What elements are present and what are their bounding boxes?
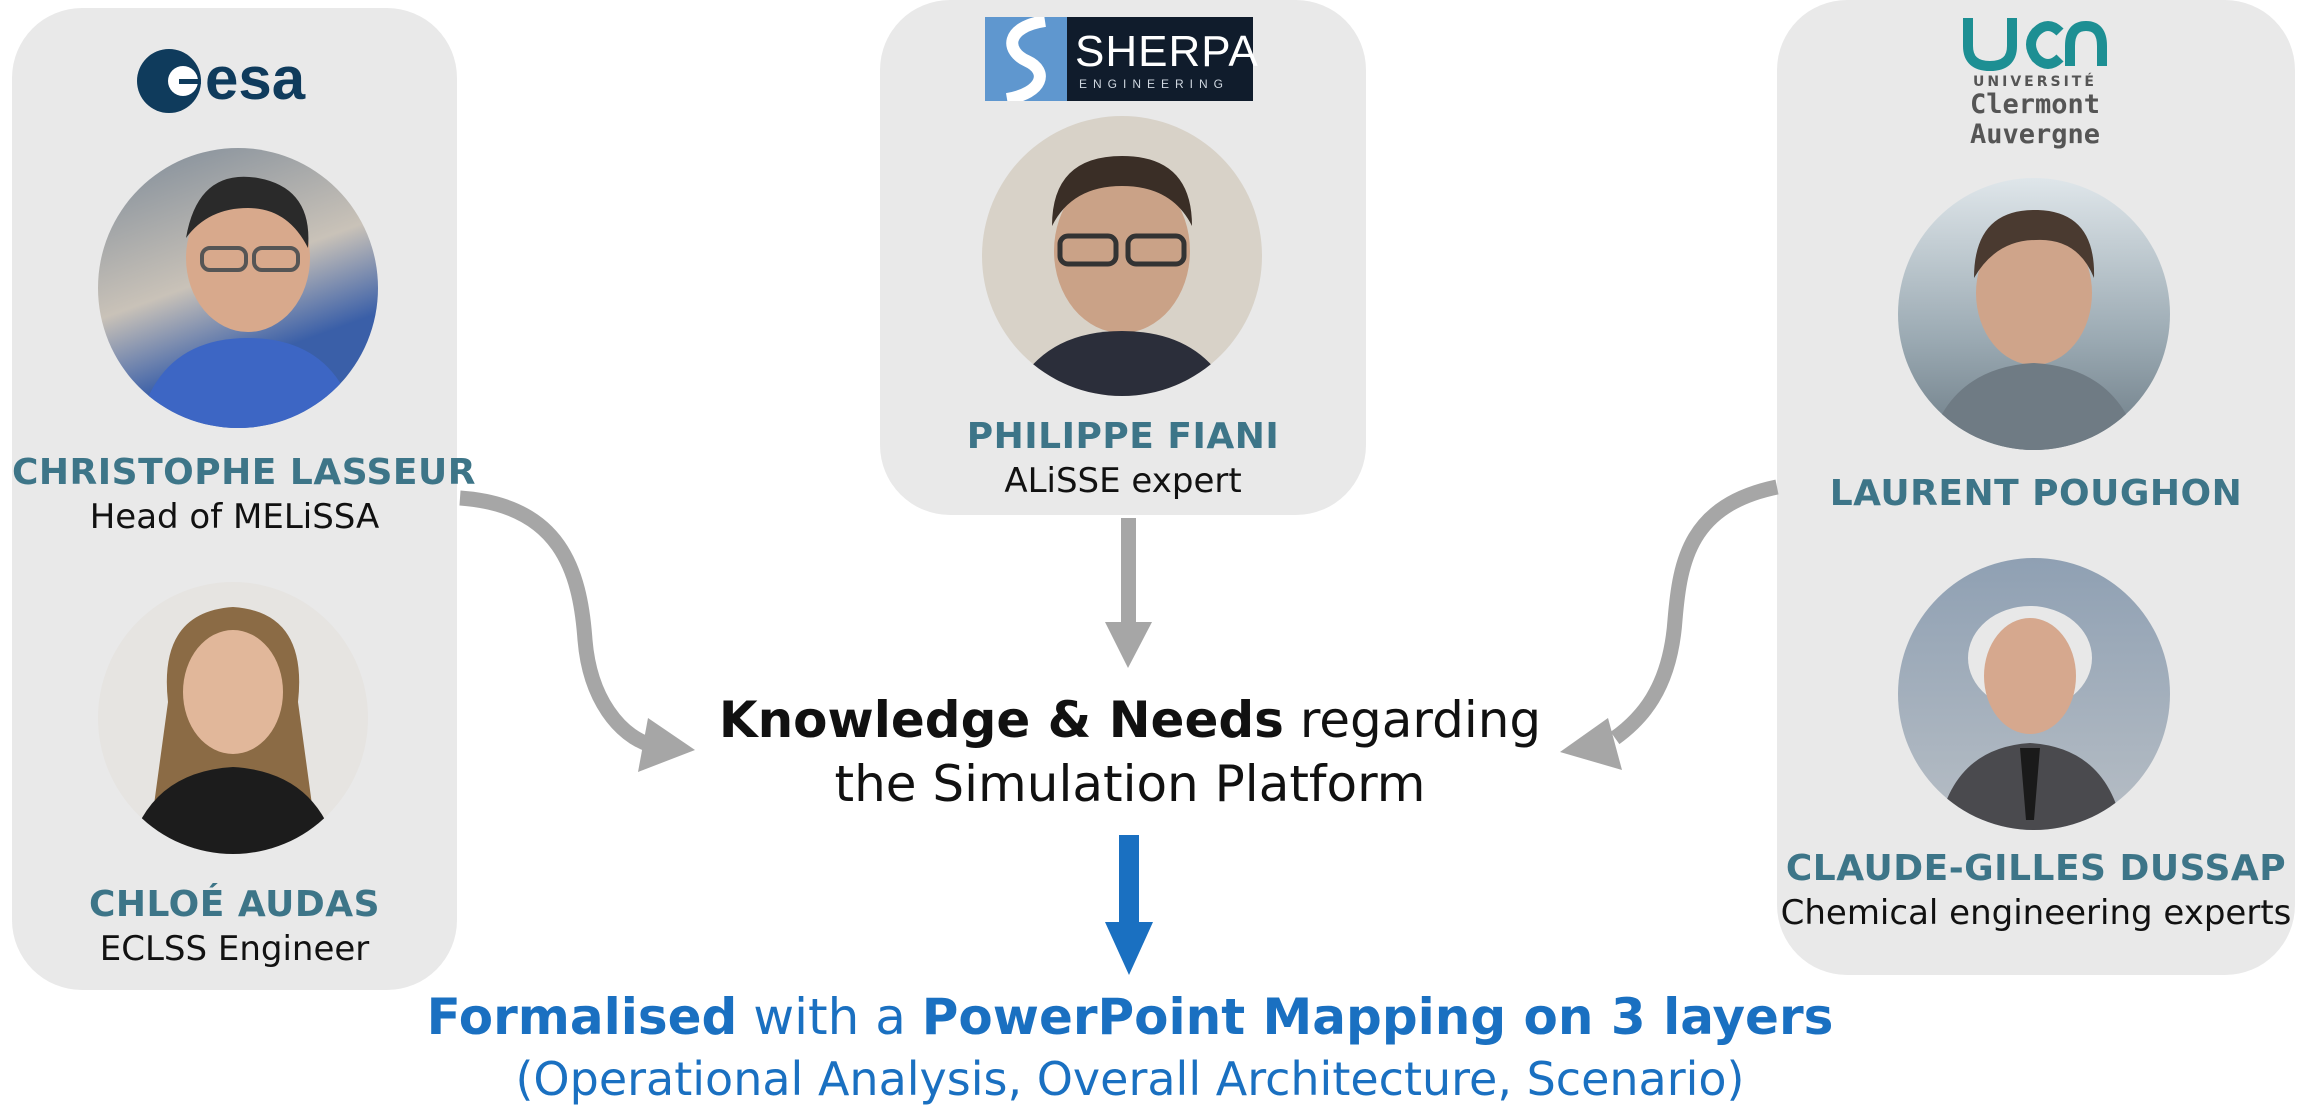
chloe-audas-photo [98,582,368,854]
chloe-audas-name: CHLOÉ AUDAS [88,884,381,925]
formalised-with-a: with a [737,988,922,1046]
claude-gilles-dussap-photo [1898,558,2170,830]
christophe-lasseur-role: Head of MELiSSA [89,497,380,537]
christophe-lasseur-photo [98,148,378,428]
philippe-fiani-photo [982,116,1262,396]
claude-gilles-dussap-name: CLAUDE-GILLES DUSSAP [1785,848,2287,889]
formalised-bold: Formalised [426,988,738,1046]
right-curved-arrow [1560,479,1779,770]
esa-logo: esa [135,45,325,116]
esa-logo-text: esa [205,45,306,112]
blue-down-arrow [1105,835,1153,975]
uca-logo-line2: Clermont [1969,89,2101,120]
philippe-fiani-name: PHILIPPE FIANI [966,416,1280,457]
uca-logo-mark [1963,18,2107,72]
knowledge-needs-text: Knowledge & Needs regarding the Simulati… [660,688,1600,816]
powerpoint-mapping-bold: PowerPoint Mapping on 3 layers [921,988,1834,1046]
philippe-fiani-role: ALiSSE expert [1004,461,1242,501]
christophe-lasseur-name: CHRISTOPHE LASSEUR [12,452,476,493]
uca-logo-line1: UNIVERSITÉ [1973,74,2097,90]
simulation-platform-line: the Simulation Platform [834,755,1426,813]
formalised-text: Formalised with a PowerPoint Mapping on … [330,986,1930,1110]
uca-logo: UNIVERSITÉ Clermont Auvergne [1955,12,2115,152]
center-down-arrow [1105,518,1152,668]
uca-logo-line3: Auvergne [1969,119,2101,150]
sherpa-logo: SHERPA ENGINEERING [985,15,1258,105]
mapping-layers-list: (Operational Analysis, Overall Architect… [515,1052,1745,1106]
left-curved-arrow [459,490,695,772]
laurent-poughon-name: LAURENT POUGHON [1829,473,2243,514]
laurent-poughon-photo [1898,178,2170,450]
knowledge-needs-bold: Knowledge & Needs [718,691,1284,749]
sherpa-logo-subtext: ENGINEERING [1079,77,1230,91]
chloe-audas-role: ECLSS Engineer [99,929,370,969]
sherpa-logo-text: SHERPA [1075,27,1259,76]
knowledge-needs-regarding: regarding [1283,691,1542,749]
claude-gilles-dussap-role: Chemical engineering experts [1780,893,2292,933]
